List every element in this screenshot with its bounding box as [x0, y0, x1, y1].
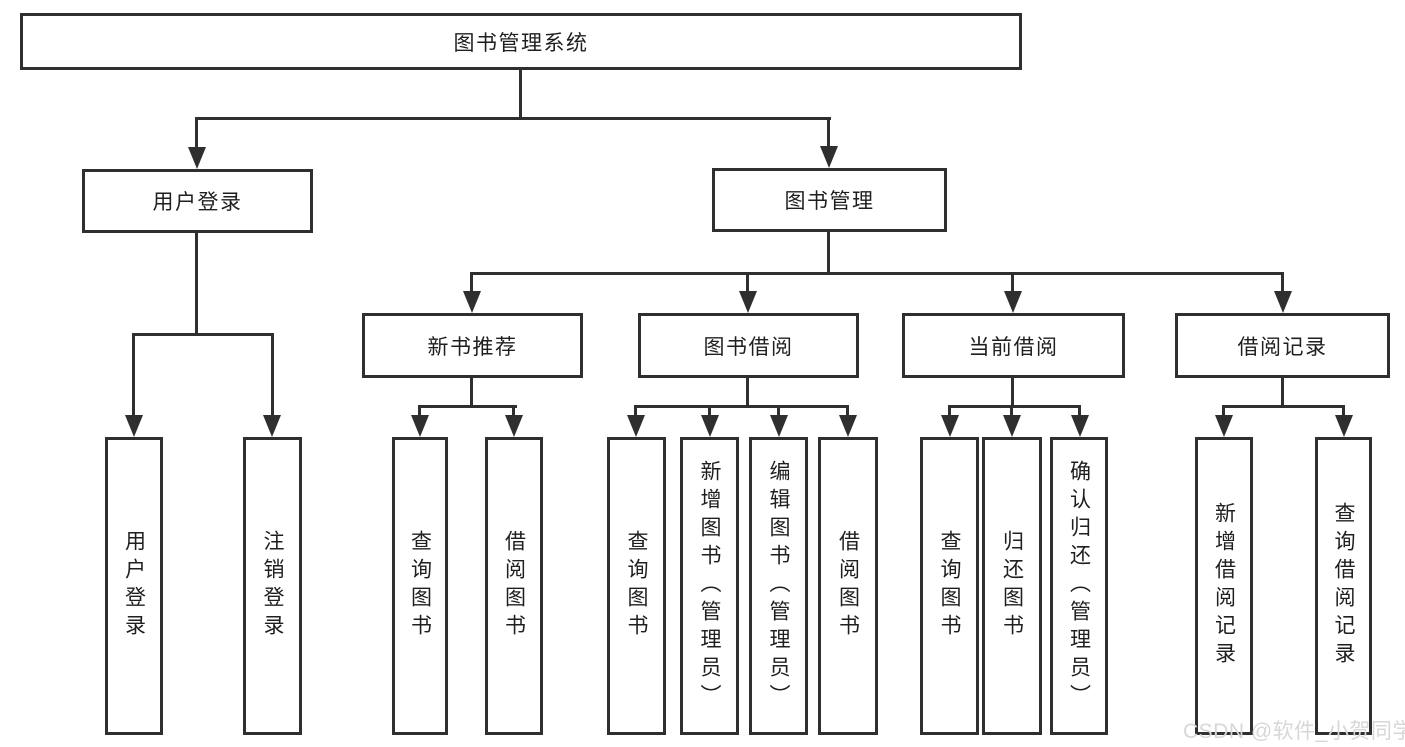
arrowhead-down-icon	[1071, 415, 1089, 437]
node-label: 编辑图书（管理员）	[767, 460, 790, 712]
node-label: 查询图书	[408, 530, 432, 642]
edge-line	[948, 405, 1081, 408]
edge-line	[746, 272, 749, 293]
node-book-management-system: 图书管理系统	[20, 13, 1022, 70]
edge-line	[746, 377, 749, 408]
node-current-borrowing: 当前借阅	[902, 313, 1125, 378]
node-label: 借阅记录	[1237, 335, 1328, 359]
edge-line	[1222, 405, 1345, 408]
arrowhead-down-icon	[739, 291, 757, 313]
node-label: 图书管理	[784, 190, 875, 213]
edge-line	[634, 405, 849, 408]
edge-line	[195, 233, 198, 336]
arrowhead-down-icon	[463, 291, 481, 313]
node-book-borrowing: 图书借阅	[638, 313, 859, 378]
node-label: 用户登录	[122, 530, 146, 642]
node-label: 查询图书	[625, 530, 648, 642]
leaf-user-login: 用户登录	[105, 437, 163, 735]
leaf-logout: 注销登录	[243, 437, 302, 735]
node-label: 确认归还（管理员）	[1067, 460, 1091, 712]
edge-line	[512, 405, 515, 417]
leaf-query-books-borrowing: 查询图书	[607, 437, 666, 735]
node-borrowing-records: 借阅记录	[1175, 313, 1390, 378]
edge-line	[470, 377, 473, 408]
node-label: 新增图书（管理员）	[698, 460, 721, 712]
edge-line	[196, 117, 831, 120]
edge-line	[1078, 405, 1081, 417]
edge-line	[418, 405, 421, 417]
edge-line	[1281, 272, 1284, 293]
node-label: 新增借阅记录	[1212, 502, 1236, 670]
edge-line	[827, 117, 830, 148]
arrowhead-down-icon	[839, 415, 857, 437]
edge-line	[708, 405, 711, 417]
node-book-management: 图书管理	[712, 168, 947, 232]
arrowhead-down-icon	[770, 415, 788, 437]
arrowhead-down-icon	[701, 415, 719, 437]
leaf-query-books-recommend: 查询图书	[392, 437, 448, 735]
arrowhead-down-icon	[1215, 415, 1233, 437]
leaf-return-book: 归还图书	[982, 437, 1042, 735]
node-user-login: 用户登录	[82, 169, 313, 233]
edge-line	[1011, 272, 1014, 293]
edge-line	[470, 272, 473, 293]
node-new-book-recommend: 新书推荐	[362, 313, 583, 378]
edge-line	[1011, 377, 1014, 408]
leaf-add-book-admin: 新增图书（管理员）	[680, 437, 739, 735]
arrowhead-down-icon	[1003, 415, 1021, 437]
node-label: 借阅图书	[836, 530, 860, 642]
arrowhead-down-icon	[505, 415, 523, 437]
edge-line	[1281, 377, 1284, 408]
leaf-add-borrow-record: 新增借阅记录	[1195, 437, 1253, 735]
edge-line	[418, 405, 517, 408]
arrowhead-down-icon	[1274, 291, 1292, 313]
arrowhead-down-icon	[820, 146, 838, 168]
node-label: 用户登录	[152, 191, 243, 214]
edge-line	[777, 405, 780, 417]
node-label: 查询借阅记录	[1332, 502, 1355, 670]
edge-line	[132, 333, 135, 417]
node-label: 图书管理系统	[453, 31, 589, 55]
leaf-query-books-current: 查询图书	[920, 437, 979, 735]
edge-line	[948, 405, 951, 417]
node-label: 图书借阅	[703, 335, 794, 359]
arrowhead-down-icon	[1004, 291, 1022, 313]
arrowhead-down-icon	[1335, 415, 1353, 437]
node-label: 当前借阅	[968, 335, 1059, 359]
leaf-query-borrow-record: 查询借阅记录	[1315, 437, 1372, 735]
node-label: 查询图书	[938, 530, 961, 642]
leaf-edit-book-admin: 编辑图书（管理员）	[749, 437, 808, 735]
node-label: 注销登录	[261, 530, 284, 642]
edge-line	[271, 333, 274, 417]
leaf-borrow-books-borrowing: 借阅图书	[818, 437, 878, 735]
arrowhead-down-icon	[188, 147, 206, 169]
arrowhead-down-icon	[125, 415, 143, 437]
edge-line	[132, 333, 274, 336]
node-label: 归还图书	[1000, 530, 1024, 642]
edge-line	[1342, 405, 1345, 417]
edge-line	[1010, 405, 1013, 417]
edge-line	[827, 232, 830, 275]
node-label: 借阅图书	[502, 530, 526, 642]
edge-line	[1222, 405, 1225, 417]
edge-line	[846, 405, 849, 417]
watermark-text: CSDN @软件_小贺同学	[1183, 720, 1405, 743]
arrowhead-down-icon	[263, 415, 281, 437]
node-label: 新书推荐	[427, 335, 518, 359]
leaf-borrow-books-recommend: 借阅图书	[485, 437, 543, 735]
edge-line	[195, 117, 198, 149]
edge-line	[470, 272, 1284, 275]
arrowhead-down-icon	[941, 415, 959, 437]
arrowhead-down-icon	[627, 415, 645, 437]
arrowhead-down-icon	[411, 415, 429, 437]
leaf-confirm-return-admin: 确认归还（管理员）	[1050, 437, 1108, 735]
edge-line	[634, 405, 637, 417]
edge-line	[519, 69, 522, 118]
